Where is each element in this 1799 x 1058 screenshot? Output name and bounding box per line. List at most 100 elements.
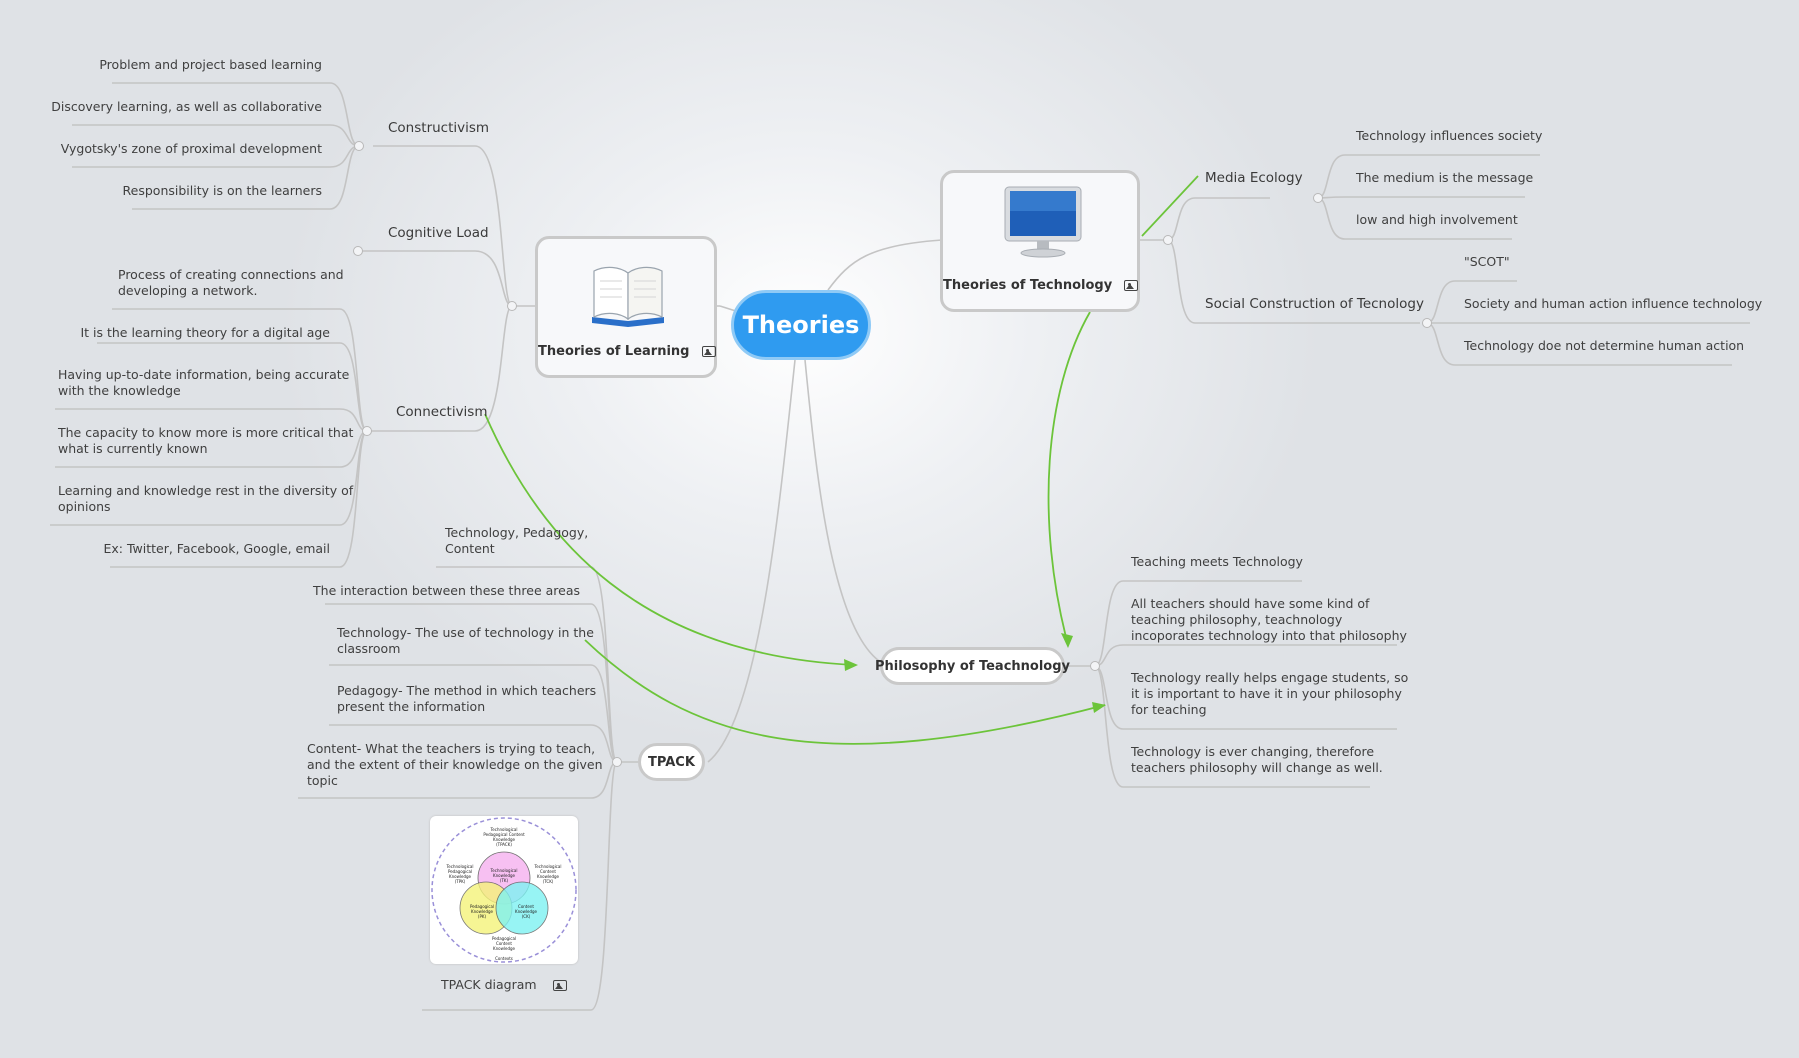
- social-construction-item[interactable]: Society and human action influence techn…: [1464, 296, 1763, 311]
- line: Technology- The use of technology in the: [337, 625, 594, 640]
- line: The interaction between these three area…: [313, 583, 580, 598]
- line: Process of creating connections and: [118, 267, 344, 282]
- learning-hub[interactable]: [507, 301, 517, 311]
- line: teachers philosophy will change as well.: [1131, 760, 1383, 775]
- line: Teaching meets Technology: [1131, 554, 1303, 569]
- connectivism-item[interactable]: The capacity to know more is more critic…: [58, 425, 353, 457]
- theories-of-learning-label: Theories of Learning: [538, 344, 716, 359]
- line: opinions: [58, 499, 111, 514]
- line: teaching philosophy, teachnology: [1131, 612, 1343, 627]
- media-ecology-item[interactable]: low and high involvement: [1356, 212, 1518, 227]
- tpack-item[interactable]: Content- What the teachers is trying to …: [307, 741, 603, 789]
- line: All teachers should have some kind of: [1131, 596, 1370, 611]
- philosophy-label: Philosophy of Teachnology: [875, 658, 1071, 674]
- line: Learning and knowledge rest in the diver…: [58, 483, 354, 498]
- connectivism-item[interactable]: Having up-to-date information, being acc…: [58, 367, 349, 399]
- social-construction-item[interactable]: "SCOT": [1464, 254, 1510, 269]
- constructivism-topic[interactable]: Constructivism: [388, 120, 490, 136]
- connectivism-item[interactable]: It is the learning theory for a digital …: [80, 325, 330, 341]
- image-icon[interactable]: [1124, 280, 1139, 291]
- line: (TPACK): [496, 842, 512, 847]
- line: Knowledge: [493, 946, 516, 951]
- theories-of-learning-card[interactable]: Theories of Learning: [535, 236, 717, 378]
- theories-of-technology-card[interactable]: Theories of Technology: [940, 170, 1140, 312]
- tpack-hub[interactable]: [612, 757, 622, 767]
- book-icon: [592, 266, 664, 327]
- line: Knowledge: [471, 909, 494, 914]
- line: (TPK): [455, 879, 466, 884]
- line: Pedagogy- The method in which teachers: [337, 683, 597, 698]
- social-construction-topic[interactable]: Social Construction of Tecnology: [1205, 296, 1424, 312]
- line: Technology really helps engage students,…: [1131, 670, 1409, 685]
- line: Pedagogical: [448, 869, 472, 874]
- line: Pedagogical: [470, 904, 494, 909]
- root-label: Theories: [742, 311, 860, 339]
- constructivism-item[interactable]: Responsibility is on the learners: [122, 183, 322, 198]
- root-topic[interactable]: Theories: [731, 290, 871, 360]
- line: (TK): [500, 878, 509, 883]
- social-construction-item[interactable]: Technology doe not determine human actio…: [1464, 338, 1745, 353]
- connectivism-item[interactable]: Learning and knowledge rest in the diver…: [58, 483, 353, 515]
- constructivism-hub[interactable]: [354, 141, 364, 151]
- line: and the extent of their knowledge on the…: [307, 757, 603, 772]
- line: with the knowledge: [58, 383, 181, 398]
- line: Having up-to-date information, being acc…: [58, 367, 350, 382]
- constructivism-item[interactable]: Vygotsky's zone of proximal development: [60, 141, 322, 156]
- line: Technological: [490, 827, 518, 832]
- philosophy-item[interactable]: Technology really helps engage students,…: [1131, 670, 1408, 718]
- image-icon[interactable]: [552, 980, 567, 991]
- tpack-diagram-label[interactable]: TPACK diagram: [441, 977, 567, 993]
- philosophy-hub[interactable]: [1090, 661, 1100, 671]
- tpack-topic[interactable]: TPACK: [638, 743, 705, 781]
- tpack-diagram-text: TPACK diagram: [441, 977, 537, 992]
- line: Pedagogical: [492, 936, 516, 941]
- tpack-item[interactable]: Technology, Pedagogy,Content: [445, 525, 588, 557]
- line: incoporates technology into that philoso…: [1131, 628, 1407, 643]
- line: The capacity to know more is more critic…: [58, 425, 354, 440]
- image-icon[interactable]: [701, 346, 716, 357]
- venn-contexts-text: Contexts: [495, 956, 513, 961]
- line: Technological: [446, 864, 474, 869]
- monitor-icon: [1004, 186, 1082, 258]
- line: (TCK): [543, 879, 554, 884]
- tpack-item[interactable]: The interaction between these three area…: [313, 583, 580, 599]
- line: Knowledge: [537, 874, 560, 879]
- media-ecology-item[interactable]: The medium is the message: [1356, 170, 1534, 185]
- line: Content: [518, 904, 534, 909]
- cognitive-load-hub[interactable]: [353, 246, 363, 256]
- connectivism-hub[interactable]: [362, 426, 372, 436]
- line: Technological: [490, 868, 518, 873]
- media-ecology-hub[interactable]: [1313, 193, 1323, 203]
- line: it is important to have it in your philo…: [1131, 686, 1402, 701]
- cognitive-load-topic[interactable]: Cognitive Load: [388, 225, 489, 241]
- line: Technology is ever changing, therefore: [1131, 744, 1375, 759]
- line: Ex: Twitter, Facebook, Google, email: [103, 541, 330, 556]
- media-ecology-item[interactable]: Technology influences society: [1356, 128, 1543, 143]
- theories-of-technology-label: Theories of Technology: [943, 278, 1139, 293]
- line: Technological: [534, 864, 562, 869]
- line: Knowledge: [493, 837, 516, 842]
- connectivism-item[interactable]: Ex: Twitter, Facebook, Google, email: [103, 541, 330, 557]
- philosophy-of-teachnology-topic[interactable]: Philosophy of Teachnology: [875, 647, 1070, 685]
- line: what is currently known: [58, 441, 208, 456]
- media-ecology-topic[interactable]: Media Ecology: [1205, 170, 1303, 186]
- constructivism-item[interactable]: Discovery learning, as well as collabora…: [51, 99, 322, 114]
- constructivism-item[interactable]: Problem and project based learning: [99, 57, 322, 72]
- connectivism-topic[interactable]: Connectivism: [396, 404, 488, 420]
- line: Content: [496, 941, 512, 946]
- social-construction-hub[interactable]: [1422, 318, 1432, 328]
- technology-hub[interactable]: [1163, 235, 1173, 245]
- philosophy-item[interactable]: Teaching meets Technology: [1131, 554, 1303, 570]
- tpack-item[interactable]: Technology- The use of technology in the…: [337, 625, 594, 657]
